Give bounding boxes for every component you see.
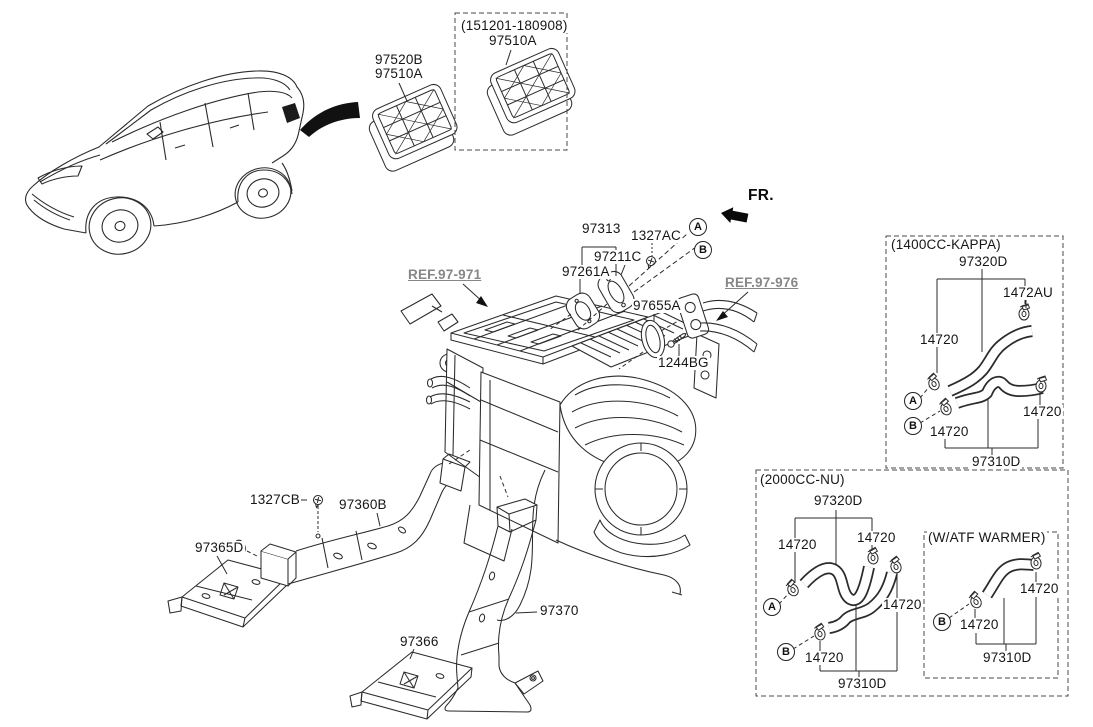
part-label-97310d-nu[interactable]: 97310D: [837, 676, 888, 692]
duct-97370-drawing: [444, 498, 544, 713]
part-label-14720-nu-right[interactable]: 14720: [882, 597, 923, 613]
duct-97360b-drawing: [260, 453, 471, 587]
part-label-97310d-atf[interactable]: 97310D: [982, 650, 1033, 666]
link-ref-97-976[interactable]: REF.97-976: [724, 275, 800, 291]
label-production-range: (151201-180908): [460, 18, 569, 34]
callout-b-kappa: B: [904, 417, 922, 435]
callout-a-kappa: A: [904, 392, 922, 410]
link-ref-97-971[interactable]: REF.97-971: [407, 267, 483, 283]
part-label-14720-atf-left[interactable]: 14720: [959, 617, 1000, 633]
part-label-14720-atf-right[interactable]: 14720: [1019, 581, 1060, 597]
part-label-97655a[interactable]: 97655A: [632, 298, 682, 314]
part-label-97313[interactable]: 97313: [581, 221, 622, 237]
part-label-1472au[interactable]: 1472AU: [1002, 285, 1054, 301]
callout-b-main: B: [694, 241, 712, 259]
atf-hose-drawing: [981, 558, 1035, 599]
part-label-97360b[interactable]: 97360B: [338, 497, 388, 513]
vent-grille-97510a-drawing: [480, 45, 583, 139]
callout-a-main: A: [689, 218, 707, 236]
part-label-14720-kappa-right[interactable]: 14720: [1022, 404, 1063, 420]
label-nu-title: (2000CC-NU): [759, 472, 846, 488]
part-label-1327cb[interactable]: 1327CB: [249, 492, 301, 508]
part-label-97510a-box[interactable]: 97510A: [488, 33, 538, 49]
part-label-14720-nu-top[interactable]: 14720: [856, 530, 897, 546]
part-label-14720-kappa-left[interactable]: 14720: [919, 332, 960, 348]
part-label-97370[interactable]: 97370: [539, 603, 580, 619]
callout-b-atf: B: [933, 613, 951, 631]
part-label-97366[interactable]: 97366: [399, 634, 440, 650]
kappa-hoses-drawing: [947, 325, 1044, 409]
callout-b-nu: B: [777, 643, 795, 661]
part-label-97261a[interactable]: 97261A: [561, 264, 611, 280]
vent-grille-97520b-drawing: [362, 81, 465, 175]
callout-a-nu: A: [763, 598, 781, 616]
part-label-14720-kappa-bottom[interactable]: 14720: [929, 424, 970, 440]
part-label-97365d[interactable]: 97365D: [194, 540, 245, 556]
part-label-1244bg[interactable]: 1244BG: [657, 355, 710, 371]
leader-lines: [216, 49, 1041, 677]
part-label-97211c[interactable]: 97211C: [593, 249, 643, 265]
part-label-97320d-kappa[interactable]: 97320D: [958, 254, 1009, 270]
label-kappa-title: (1400CC-KAPPA): [890, 237, 1002, 253]
part-label-97510a[interactable]: 97510A: [374, 66, 424, 82]
fr-direction-arrow-icon: [721, 207, 749, 223]
part-label-14720-nu-left[interactable]: 14720: [777, 537, 818, 553]
part-label-97520b[interactable]: 97520B: [374, 52, 424, 68]
gaskets-and-fasteners: [311, 254, 758, 509]
part-label-97320d-nu[interactable]: 97320D: [813, 493, 864, 509]
fr-direction-label: FR.: [747, 187, 775, 205]
pointer-swoosh-arrow-icon: [300, 102, 360, 137]
nu-hoses-drawing: [799, 562, 898, 634]
car-illustration: [24, 70, 305, 255]
duct-97366-drawing: [349, 651, 473, 720]
part-label-1327ac[interactable]: 1327AC: [630, 228, 682, 244]
part-label-14720-nu-bottom[interactable]: 14720: [804, 650, 845, 666]
label-atf-title: (W/ATF WARMER): [927, 530, 1047, 546]
part-label-97310d-kappa[interactable]: 97310D: [971, 454, 1022, 470]
